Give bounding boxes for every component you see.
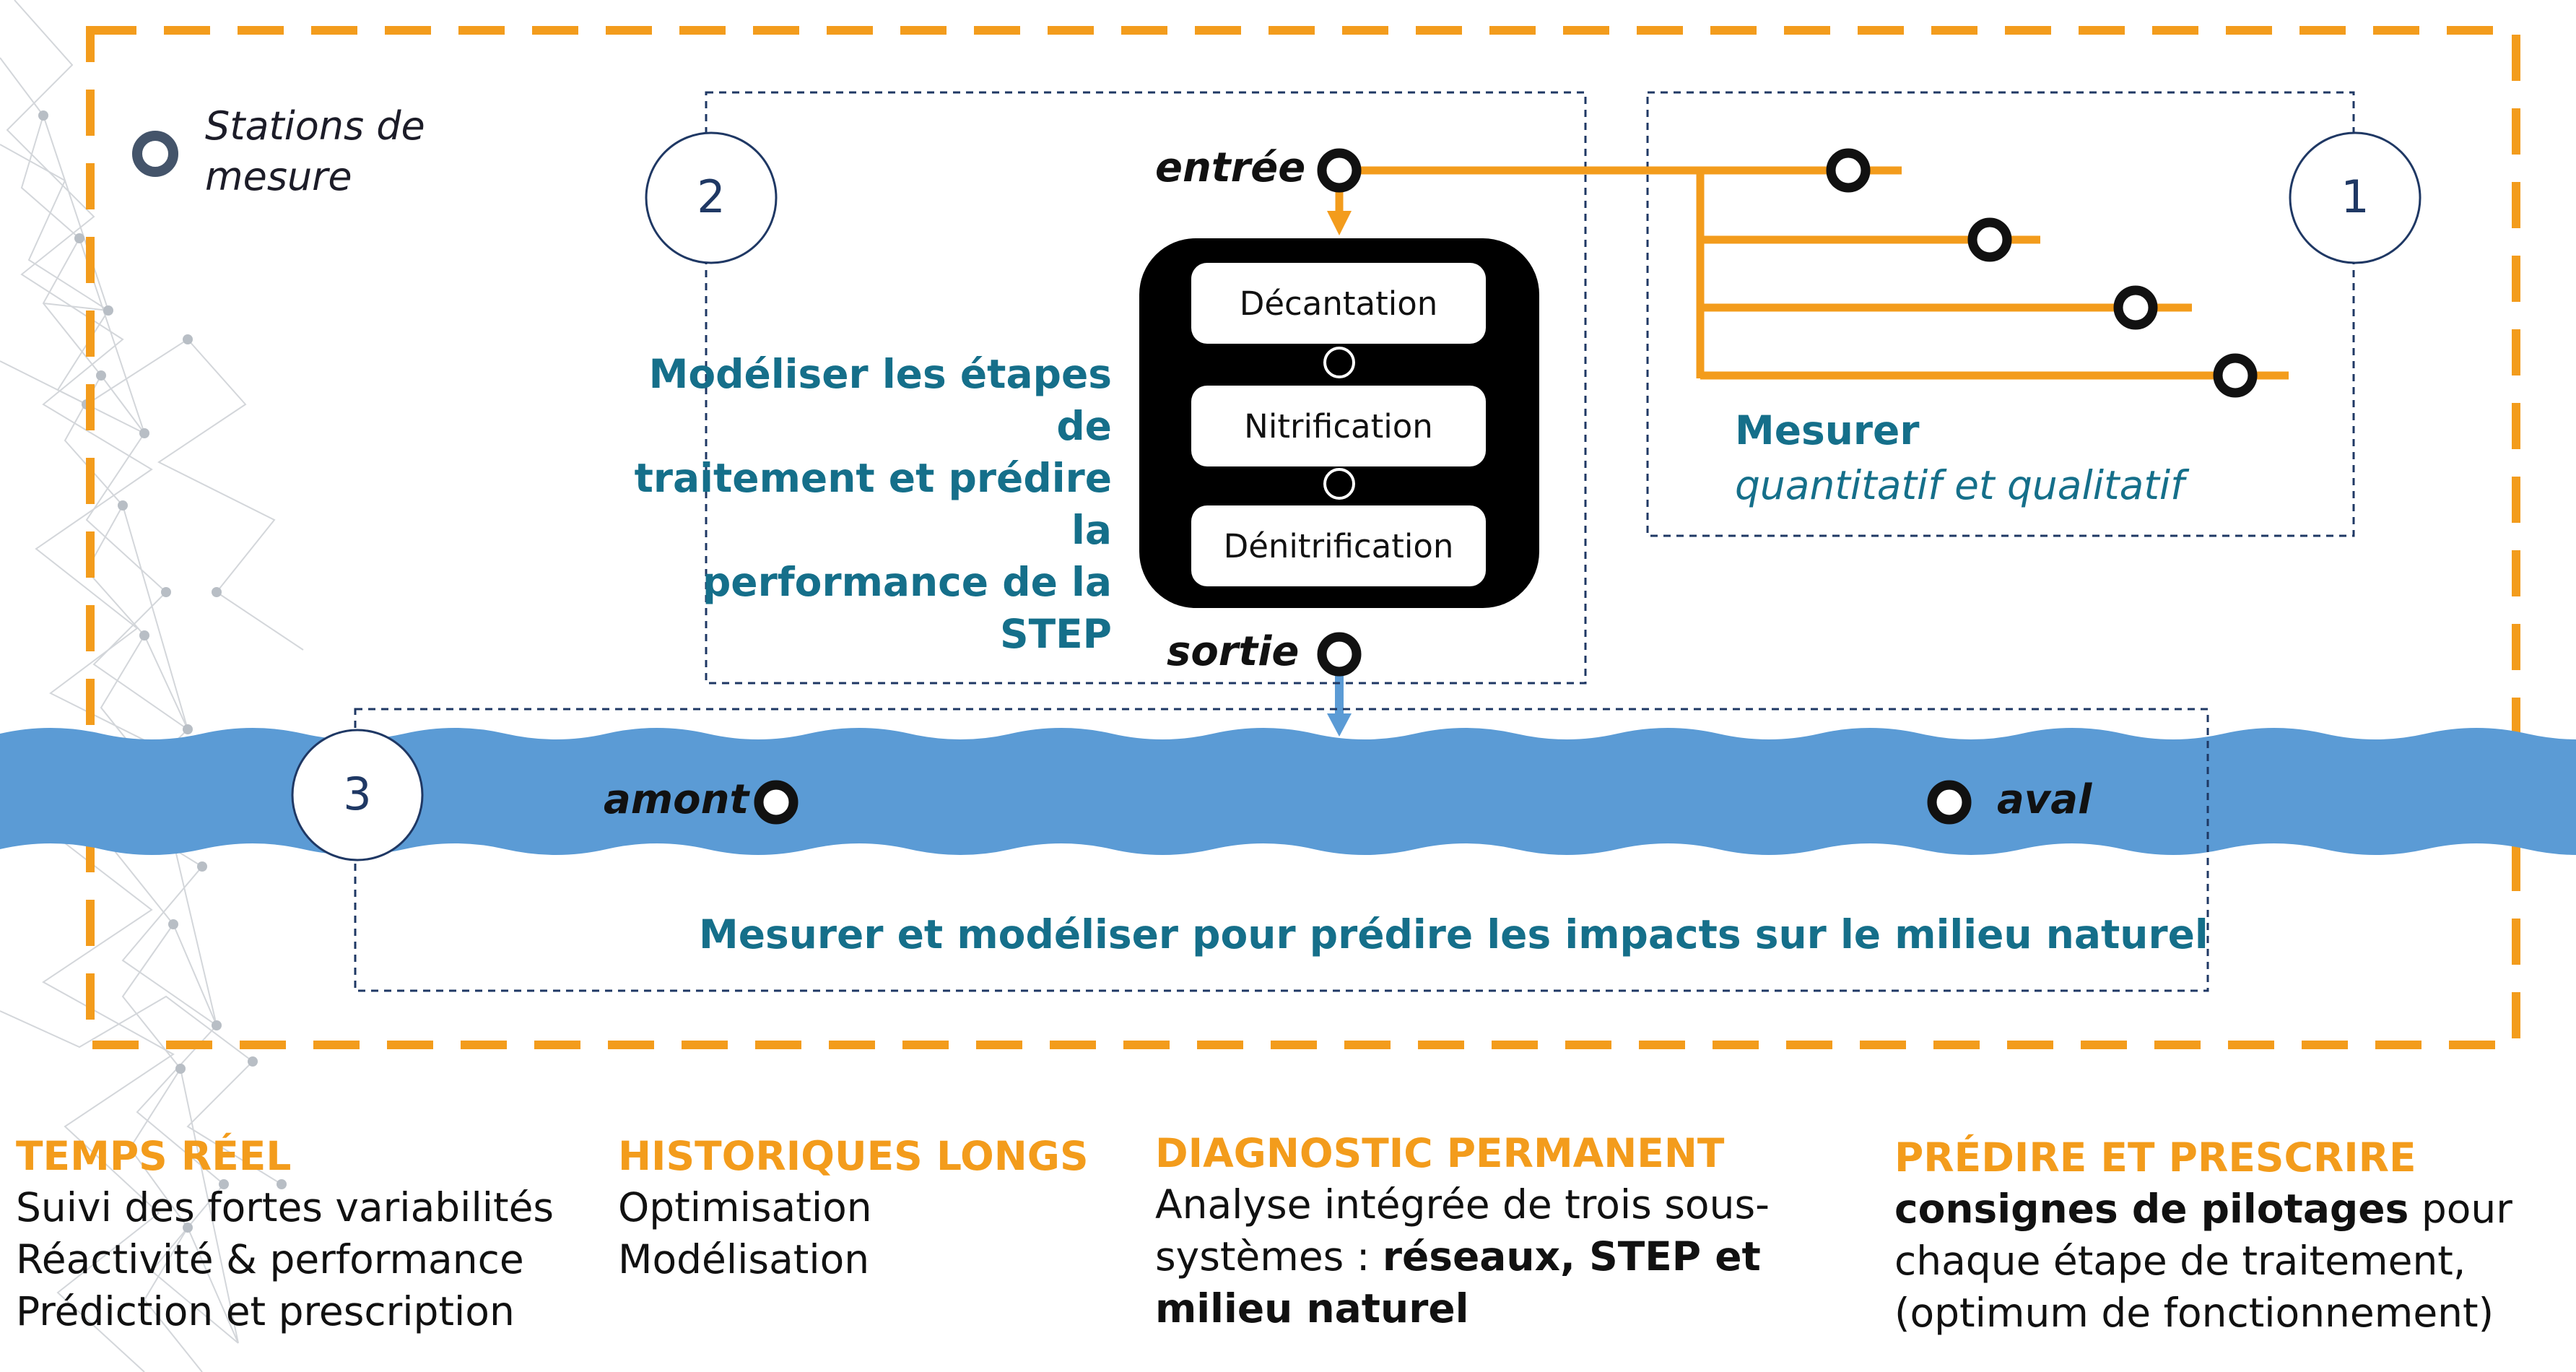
background-network-nodes xyxy=(38,110,287,1233)
number-3-label: 3 xyxy=(343,768,372,820)
column-predire-prescrire: PRÉDIRE ET PRESCRIRE consignes de pilota… xyxy=(1894,1132,2512,1339)
column-line: Prédiction et prescription xyxy=(16,1288,515,1334)
column-temps-reel: TEMPS RÉEL Suivi des fortes variabilités… xyxy=(16,1131,554,1337)
model-panel xyxy=(705,91,1587,685)
entree-arrowhead xyxy=(1327,211,1352,235)
column-title: TEMPS RÉEL xyxy=(16,1133,292,1179)
column-bold-text: milieu naturel xyxy=(1155,1285,1469,1332)
measure-title: Mesurer xyxy=(1735,407,1920,453)
river xyxy=(0,728,2576,855)
measure-subtitle: quantitatif et qualitatif xyxy=(1735,462,2185,508)
station-entree xyxy=(1317,148,1362,193)
stage-denitrification: Dénitrification xyxy=(1191,505,1486,586)
column-title: DIAGNOSTIC PERMANENT xyxy=(1155,1130,1725,1176)
column-historiques-longs: HISTORIQUES LONGS Optimisation Modélisat… xyxy=(618,1131,1089,1285)
sortie-to-river-arrowhead xyxy=(1327,713,1352,737)
legend-station-icon xyxy=(132,131,178,177)
station-network-4 xyxy=(2213,353,2258,398)
stage-connector-dot xyxy=(1323,347,1355,378)
station-network-2 xyxy=(1967,217,2012,262)
column-line: Suivi des fortes variabilités xyxy=(16,1184,554,1230)
station-sortie xyxy=(1317,632,1362,677)
river-panel-text: Mesurer et modéliser pour prédire les im… xyxy=(699,911,2209,958)
column-line: Optimisation xyxy=(618,1184,872,1230)
legend-label: Stations de mesure xyxy=(205,101,425,202)
column-diagnostic-permanent: DIAGNOSTIC PERMANENT Analyse intégrée de… xyxy=(1155,1128,1770,1334)
measurement-stations xyxy=(754,148,2258,825)
column-line: (optimum de fonctionnement) xyxy=(1894,1290,2494,1336)
stage-decantation: Décantation xyxy=(1191,263,1486,344)
number-circle-2 xyxy=(645,131,778,264)
station-network-3 xyxy=(2113,285,2158,330)
river-panel xyxy=(354,708,2209,992)
model-text-line1: Modéliser les étapes de xyxy=(648,351,1112,449)
station-network-1 xyxy=(1826,148,1871,193)
number-1-label: 1 xyxy=(2341,170,2370,223)
column-line: Analyse intégrée de trois sous- xyxy=(1155,1181,1770,1228)
legend-label-line2: mesure xyxy=(205,154,352,199)
stage-nitrification: Nitrification xyxy=(1191,386,1486,466)
aval-label: aval xyxy=(1997,776,2092,823)
column-text: pour xyxy=(2409,1186,2512,1232)
model-panel-text: Modéliser les étapes de traitement et pr… xyxy=(592,348,1112,660)
stage-connector-dot xyxy=(1323,468,1355,500)
model-text-line3: performance de la STEP xyxy=(702,559,1112,657)
station-amont xyxy=(754,780,799,825)
column-line: consignes de pilotages pour xyxy=(1894,1183,2512,1235)
station-aval xyxy=(1927,780,1972,825)
outer-dashed-boundary xyxy=(86,26,2520,1049)
sortie-label: sortie xyxy=(1167,628,1300,675)
column-line: Réactivité & performance xyxy=(16,1236,524,1282)
legend-label-line1: Stations de xyxy=(205,103,425,149)
column-bold-text: réseaux, STEP et xyxy=(1382,1233,1761,1280)
column-title: HISTORIQUES LONGS xyxy=(618,1133,1089,1179)
number-circle-3 xyxy=(291,729,424,861)
column-line: milieu naturel xyxy=(1155,1282,1770,1334)
column-line: Modélisation xyxy=(618,1236,870,1282)
model-text-line2: traitement et prédire la xyxy=(634,455,1112,553)
entree-label: entrée xyxy=(1155,144,1306,191)
measurement-network xyxy=(1335,166,2289,380)
column-line: chaque étape de traitement, xyxy=(1894,1238,2466,1284)
column-bold-text: consignes de pilotages xyxy=(1894,1186,2409,1232)
amont-label: amont xyxy=(604,776,749,823)
column-text: systèmes : xyxy=(1155,1233,1383,1280)
number-2-label: 2 xyxy=(697,170,726,223)
measure-panel xyxy=(1646,91,2355,537)
number-circle-1 xyxy=(2289,131,2421,264)
column-line: systèmes : réseaux, STEP et xyxy=(1155,1230,1770,1282)
column-title: PRÉDIRE ET PRESCRIRE xyxy=(1894,1134,2416,1181)
